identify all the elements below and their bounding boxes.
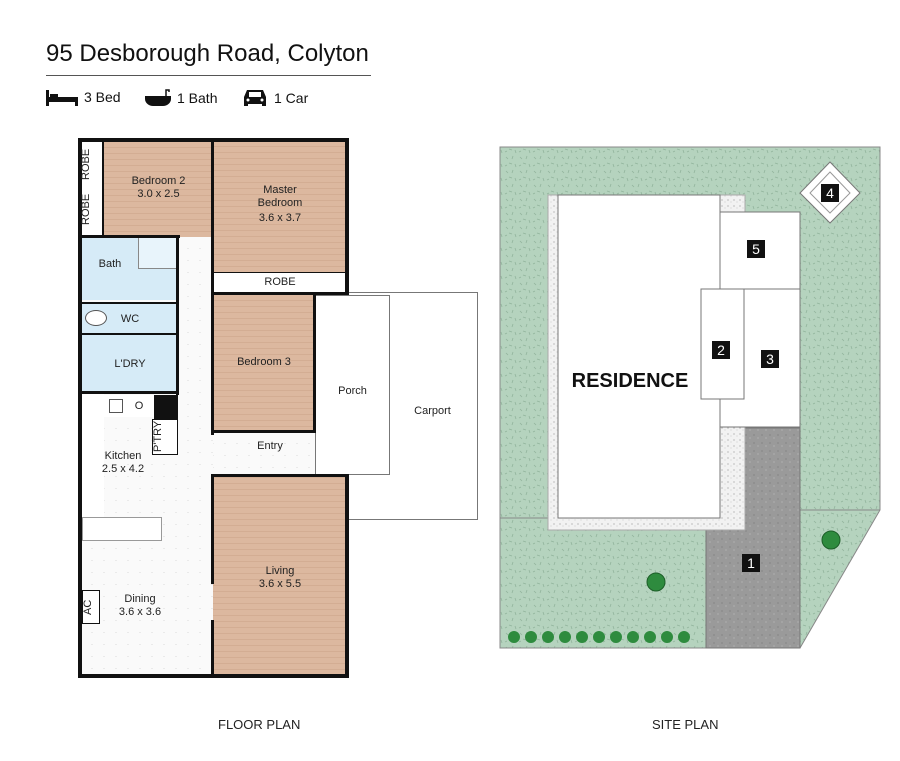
bed-count: 3 Bed [84,89,121,105]
wc-label: WC [120,313,140,325]
svg-text:5: 5 [752,241,760,257]
laundry-label: L'DRY [114,358,146,370]
feature-bath: 1 Bath [145,88,217,108]
toilet-icon [85,310,107,326]
wall-laundry-bottom [80,391,179,394]
carport-label: Carport [414,405,451,417]
bath-count: 1 Bath [177,90,218,106]
kitchen-island [82,517,162,541]
svg-text:4: 4 [826,185,834,201]
dining-label: Dining [124,593,156,605]
marker-3: 3 [761,350,779,368]
marker-5: 5 [747,240,765,258]
wall-living-left [211,474,214,584]
ac-label: AC [82,599,94,615]
living-room [213,475,347,675]
svg-text:3: 3 [766,351,774,367]
wall-living-top [211,474,349,477]
master-bedroom [213,140,347,272]
tree-icon [821,530,841,550]
site-plan-caption: SITE PLAN [652,717,719,732]
bath-icon [145,89,171,106]
wall-wet-right [176,235,179,395]
wall-right-lower [345,475,349,678]
svg-text:1: 1 [747,555,755,571]
page-title: 95 Desborough Road, Colyton [46,40,369,67]
hedge-row [508,631,690,643]
garden-bed-4-inner [809,171,851,214]
master-bedroom-label: Master Bedroom [257,184,303,209]
title-divider [46,75,371,76]
master-robe [213,272,347,293]
wall-living-left-lower [211,620,214,676]
tree-icon [646,572,666,592]
wall-bedroom3-left [211,295,214,435]
robe-label-1: ROBE [80,148,92,180]
master-bedroom-dim: 3.6 x 3.7 [258,212,302,224]
bath-label: Bath [98,258,122,270]
robe-closets [80,140,104,237]
feature-car: 1 Car [242,88,308,108]
feature-bed: 3 Bed [46,88,121,106]
bedroom-3-label: Bedroom 3 [237,356,291,368]
fridge-space [154,395,178,419]
wall-robe-bottom [211,292,349,295]
robe-label-2: ROBE [80,193,92,225]
wall-bedroom-divider [211,138,214,295]
svg-text:2: 2 [717,342,725,358]
living-label: Living [265,565,295,577]
master-robe-label: ROBE [264,276,296,288]
air-conditioner [82,590,100,624]
wall-bedroom3-bottom [211,430,316,433]
marker-2: 2 [712,341,730,359]
pantry [152,419,178,455]
porch [315,295,390,475]
pantry-label: P'TRY [152,420,164,452]
marker-4: 4 [821,184,839,202]
cooktop-bench [104,395,154,417]
bedroom-2-label: Bedroom 2 [131,175,186,187]
bed-icon [46,90,78,106]
bedroom-3 [213,295,315,432]
dining-dim: 3.6 x 3.6 [118,606,162,618]
bedroom-2 [104,140,213,237]
wall-bottom [78,674,349,678]
kitchen-label: Kitchen [104,450,142,462]
car-icon [244,90,266,106]
porch-label: Porch [338,385,367,397]
wall-left [78,138,82,677]
shower-icon [138,237,178,269]
residence-label: RESIDENCE [572,370,689,392]
wall-top [80,138,349,142]
residence-footprint [557,194,721,519]
car-count: 1 Car [274,90,309,106]
cooktop-icon [109,399,123,413]
kitchen-dim: 2.5 x 4.2 [101,463,145,475]
floor-plan-caption: FLOOR PLAN [218,717,301,732]
wall-right-upper [345,138,349,295]
bedroom-2-dim: 3.0 x 2.5 [137,188,180,200]
kitchen-bench [80,392,104,540]
oven-label: O [134,400,144,412]
marker-1: 1 [742,554,760,572]
wall-bedroom3-right [313,292,316,432]
living-dim: 3.6 x 5.5 [258,578,302,590]
wall-bath-top [80,235,180,238]
entry-label: Entry [257,440,283,452]
laundry [80,335,178,392]
